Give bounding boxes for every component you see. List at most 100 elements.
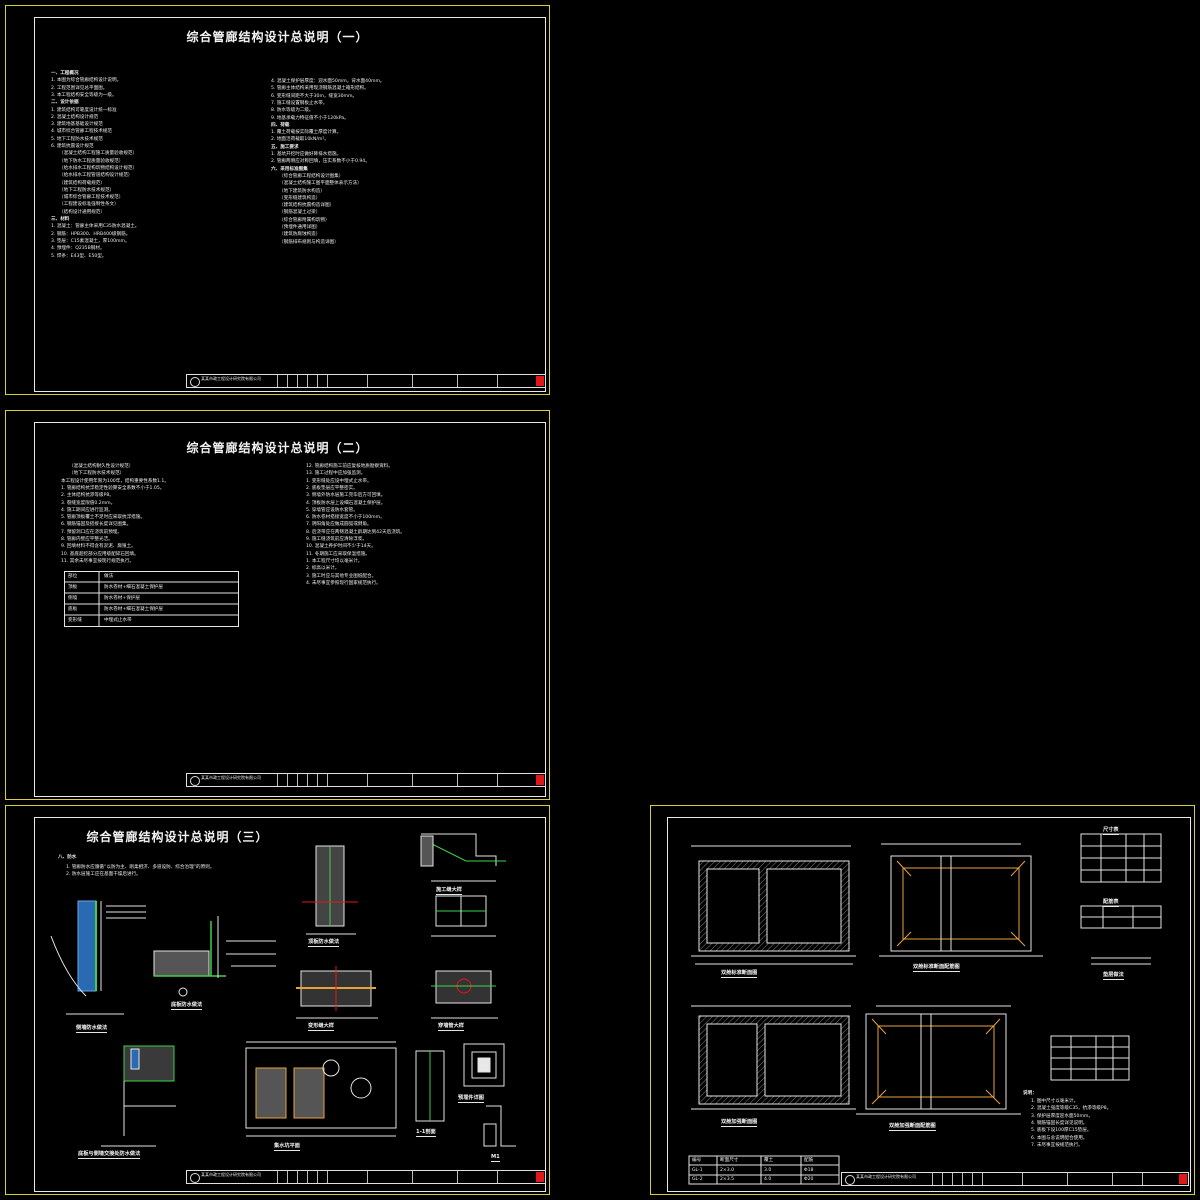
note-line: 2. 混凝土结构设计规范: [51, 114, 99, 120]
note-line: 五、施工要求: [271, 144, 299, 150]
drawing-sheet-1[interactable]: 综合管廊结构设计总说明（一） 一、工程概况 1. 本图为综合管廊结构设计说明。 2.…: [5, 5, 550, 395]
note-line: 6. 变形缝间距不大于30m，缝宽30mm。: [271, 93, 358, 99]
company-logo-icon: [845, 1175, 855, 1185]
note-line: 二、设计依据: [51, 100, 79, 106]
sheet-2-table-text: 部位做法顶板防水卷材+细石混凝土保护层侧墙防水卷材+保护层底板防水卷材+细石混凝…: [64, 571, 239, 627]
table-cell: 2×3.0: [720, 1167, 735, 1173]
caption-deformation-joint: 变形缝大样: [308, 1023, 334, 1031]
table-header-cell: 覆土: [764, 1158, 774, 1163]
company-logo-icon: [190, 1173, 200, 1183]
note-line: 9. 施工缝浇筑前应清除浮浆。: [306, 537, 367, 542]
side-tables: [1050, 833, 1162, 1081]
note-line: 四、荷载: [271, 122, 290, 128]
title-block-3: 某某市政工程设计研究院有限公司: [186, 1170, 546, 1184]
detail-deformation-joint: [296, 966, 378, 1019]
note-line: 本工程设计使用年限为100年，结构重要性系数1.1。: [61, 478, 169, 484]
note-line: 1. 变形缝处应设中埋式止水带。: [306, 478, 372, 484]
detail-construction-joint: [302, 845, 358, 935]
note-line: 4. 钢筋锚固长度详见说明。: [1031, 1120, 1088, 1126]
note-line: 2. 地面活荷载取10kN/m²。: [271, 137, 329, 143]
notes-title: 说明：: [1023, 1091, 1037, 1096]
table-cell: 变形缝: [68, 618, 82, 623]
note-line: （综合管廊工程结构设计图集）: [279, 173, 344, 179]
note-line: 5. 底板下设100厚C15垫层。: [1031, 1128, 1092, 1134]
table-cell: GL-1: [692, 1167, 703, 1173]
note-line: 8. 防水等级为二级。: [271, 108, 314, 114]
sheet-4-sections: [688, 833, 1162, 1185]
caption-embedded-part: 预埋件详图: [458, 1095, 484, 1103]
note-line: 3. 保护层厚度迎水面50mm。: [1031, 1113, 1093, 1119]
note-line: （混凝土结构施工图平面整体表示方法）: [279, 181, 362, 187]
company-logo-icon: [190, 377, 200, 387]
title-block-company: 某某市政工程设计研究院有限公司: [201, 1172, 261, 1177]
table-header-cell: 断面尺寸: [720, 1158, 739, 1163]
note-line: 9. 回填材料不得含有淤泥、腐殖土。: [61, 544, 136, 550]
caption-strengthened-rebar: 双舱加强断面配筋图: [889, 1123, 936, 1131]
note-line: 4. 预埋件：Q235B钢材。: [51, 246, 105, 252]
drawing-sheet-3[interactable]: 综合管廊结构设计总说明（三） 八、防水 1. 管廊防水应遵循“以防为主、刚柔相济…: [5, 805, 550, 1195]
sheet-3-details: [50, 833, 516, 1147]
note-line: 1. 管廊防水应遵循“以防为主、刚柔相济、多道设防、综合治理”的原则。: [66, 865, 215, 870]
note-line: 5. 穿墙管应设防水套管。: [306, 507, 358, 513]
note-line: （混凝土结构工程施工质量验收规范）: [59, 151, 138, 157]
note-line: （建筑结构抗震构造详图）: [279, 203, 335, 209]
revision-marker: [536, 1172, 544, 1182]
note-line: （给水排水工程构筑物结构设计规范）: [59, 165, 138, 171]
note-line: （预埋件通用详图）: [279, 225, 321, 230]
revision-marker: [1179, 1174, 1187, 1184]
caption-cushion: 垫层做法: [1103, 972, 1124, 980]
sheet-2-border: [34, 422, 546, 797]
note-line: 一、工程概况: [51, 71, 79, 76]
note-line: 7. 预留洞口应在浇筑前预埋。: [61, 529, 122, 535]
detail-side-wall: [50, 900, 146, 1015]
drawing-sheet-4[interactable]: 双舱标准断面图 双舱标准断面配筋图 双舱加强断面图 双舱加强断面配筋图 尺寸表 …: [650, 805, 1195, 1195]
note-line: 8. 后浇带应在两侧混凝土龄期达到42天后浇筑。: [306, 529, 405, 535]
table-cell: GL-2: [692, 1177, 703, 1182]
note-line: 13. 施工过程中应加强监测。: [306, 471, 366, 477]
note-line: 1. 本图为综合管廊结构设计说明。: [51, 78, 122, 84]
caption-sump-plan: 集水坑平面: [274, 1143, 300, 1151]
note-line: 9. 地基承载力特征值不小于120kPa。: [271, 115, 349, 121]
section-strengthened-rebar: [856, 1005, 1021, 1115]
drawing-sheet-2[interactable]: 综合管廊结构设计总说明（二） （混凝土结构耐久性设计规范）（地下工程防水技术规范…: [5, 410, 550, 800]
table-cell: 顶板: [68, 585, 78, 590]
note-line: （地下防水工程质量验收规范）: [59, 158, 124, 164]
sheet-1-border: [34, 17, 546, 392]
note-line: （城市综合管廊工程技术规范）: [59, 195, 124, 201]
note-line: 10. 基底超挖部分应用级配碎石回填。: [61, 551, 139, 557]
company-logo-icon: [190, 776, 200, 786]
sheet-4-border: [667, 817, 1191, 1192]
note-line: （变形缝建筑构造）: [279, 195, 321, 201]
title-block-2: 某某市政工程设计研究院有限公司: [186, 773, 546, 787]
note-line: 11. 其余未尽事宜按现行规范执行。: [61, 558, 135, 564]
sheet-1-title: 综合管廊结构设计总说明（一）: [186, 30, 369, 44]
sheet-3-section: 八、防水: [58, 855, 77, 860]
detail-bottom-plate: [153, 916, 276, 997]
sheet-2-title: 综合管廊结构设计总说明（二）: [186, 441, 369, 455]
note-line: 3. 建筑地基基础设计规范: [51, 122, 103, 128]
note-line: 8. 管廊内壁应平整光洁。: [61, 537, 113, 542]
note-line: 3. 侧墙外防水层施工完毕后方可回填。: [306, 493, 386, 499]
note-line: 5. 管廊顶板覆土不足时应采取抗浮措施。: [61, 515, 145, 521]
caption-construction-joint: 施工缝大样: [436, 887, 462, 895]
note-line: 2. 管廊两侧应对称回填，压实系数不小于0.94。: [271, 159, 370, 165]
table-cell: Φ18: [804, 1167, 814, 1173]
caption-wall-pipe: 穿墙管大样: [438, 1023, 464, 1031]
caption-standard-rebar: 双舱标准断面配筋图: [913, 964, 960, 972]
note-line: （钢筋排布规则与构造详图）: [279, 239, 339, 245]
note-line: 2. 标高以米计。: [306, 566, 340, 572]
note-line: （钢筋混凝土过梁）: [279, 210, 321, 216]
note-line: 10. 混凝土养护时间不少于14天。: [306, 544, 376, 550]
table-cell: 中埋式止水带: [104, 618, 132, 623]
revision-marker: [536, 376, 544, 386]
table-cell: Φ20: [804, 1177, 814, 1182]
caption-m1: M1: [491, 1154, 500, 1162]
note-line: 6. 防水卷材搭接宽度不小于100mm。: [306, 515, 385, 521]
caption-top-plate: 顶板防水做法: [308, 939, 340, 947]
note-line: 7. 未尽事宜按规范执行。: [1031, 1142, 1083, 1148]
note-line: 1. 覆土荷载按实际覆土厚度计算。: [271, 130, 342, 136]
note-line: （混凝土结构耐久性设计规范）: [69, 464, 134, 469]
section-standard: [691, 845, 856, 965]
note-line: 1. 本工程尺寸均以毫米计。: [306, 558, 363, 564]
